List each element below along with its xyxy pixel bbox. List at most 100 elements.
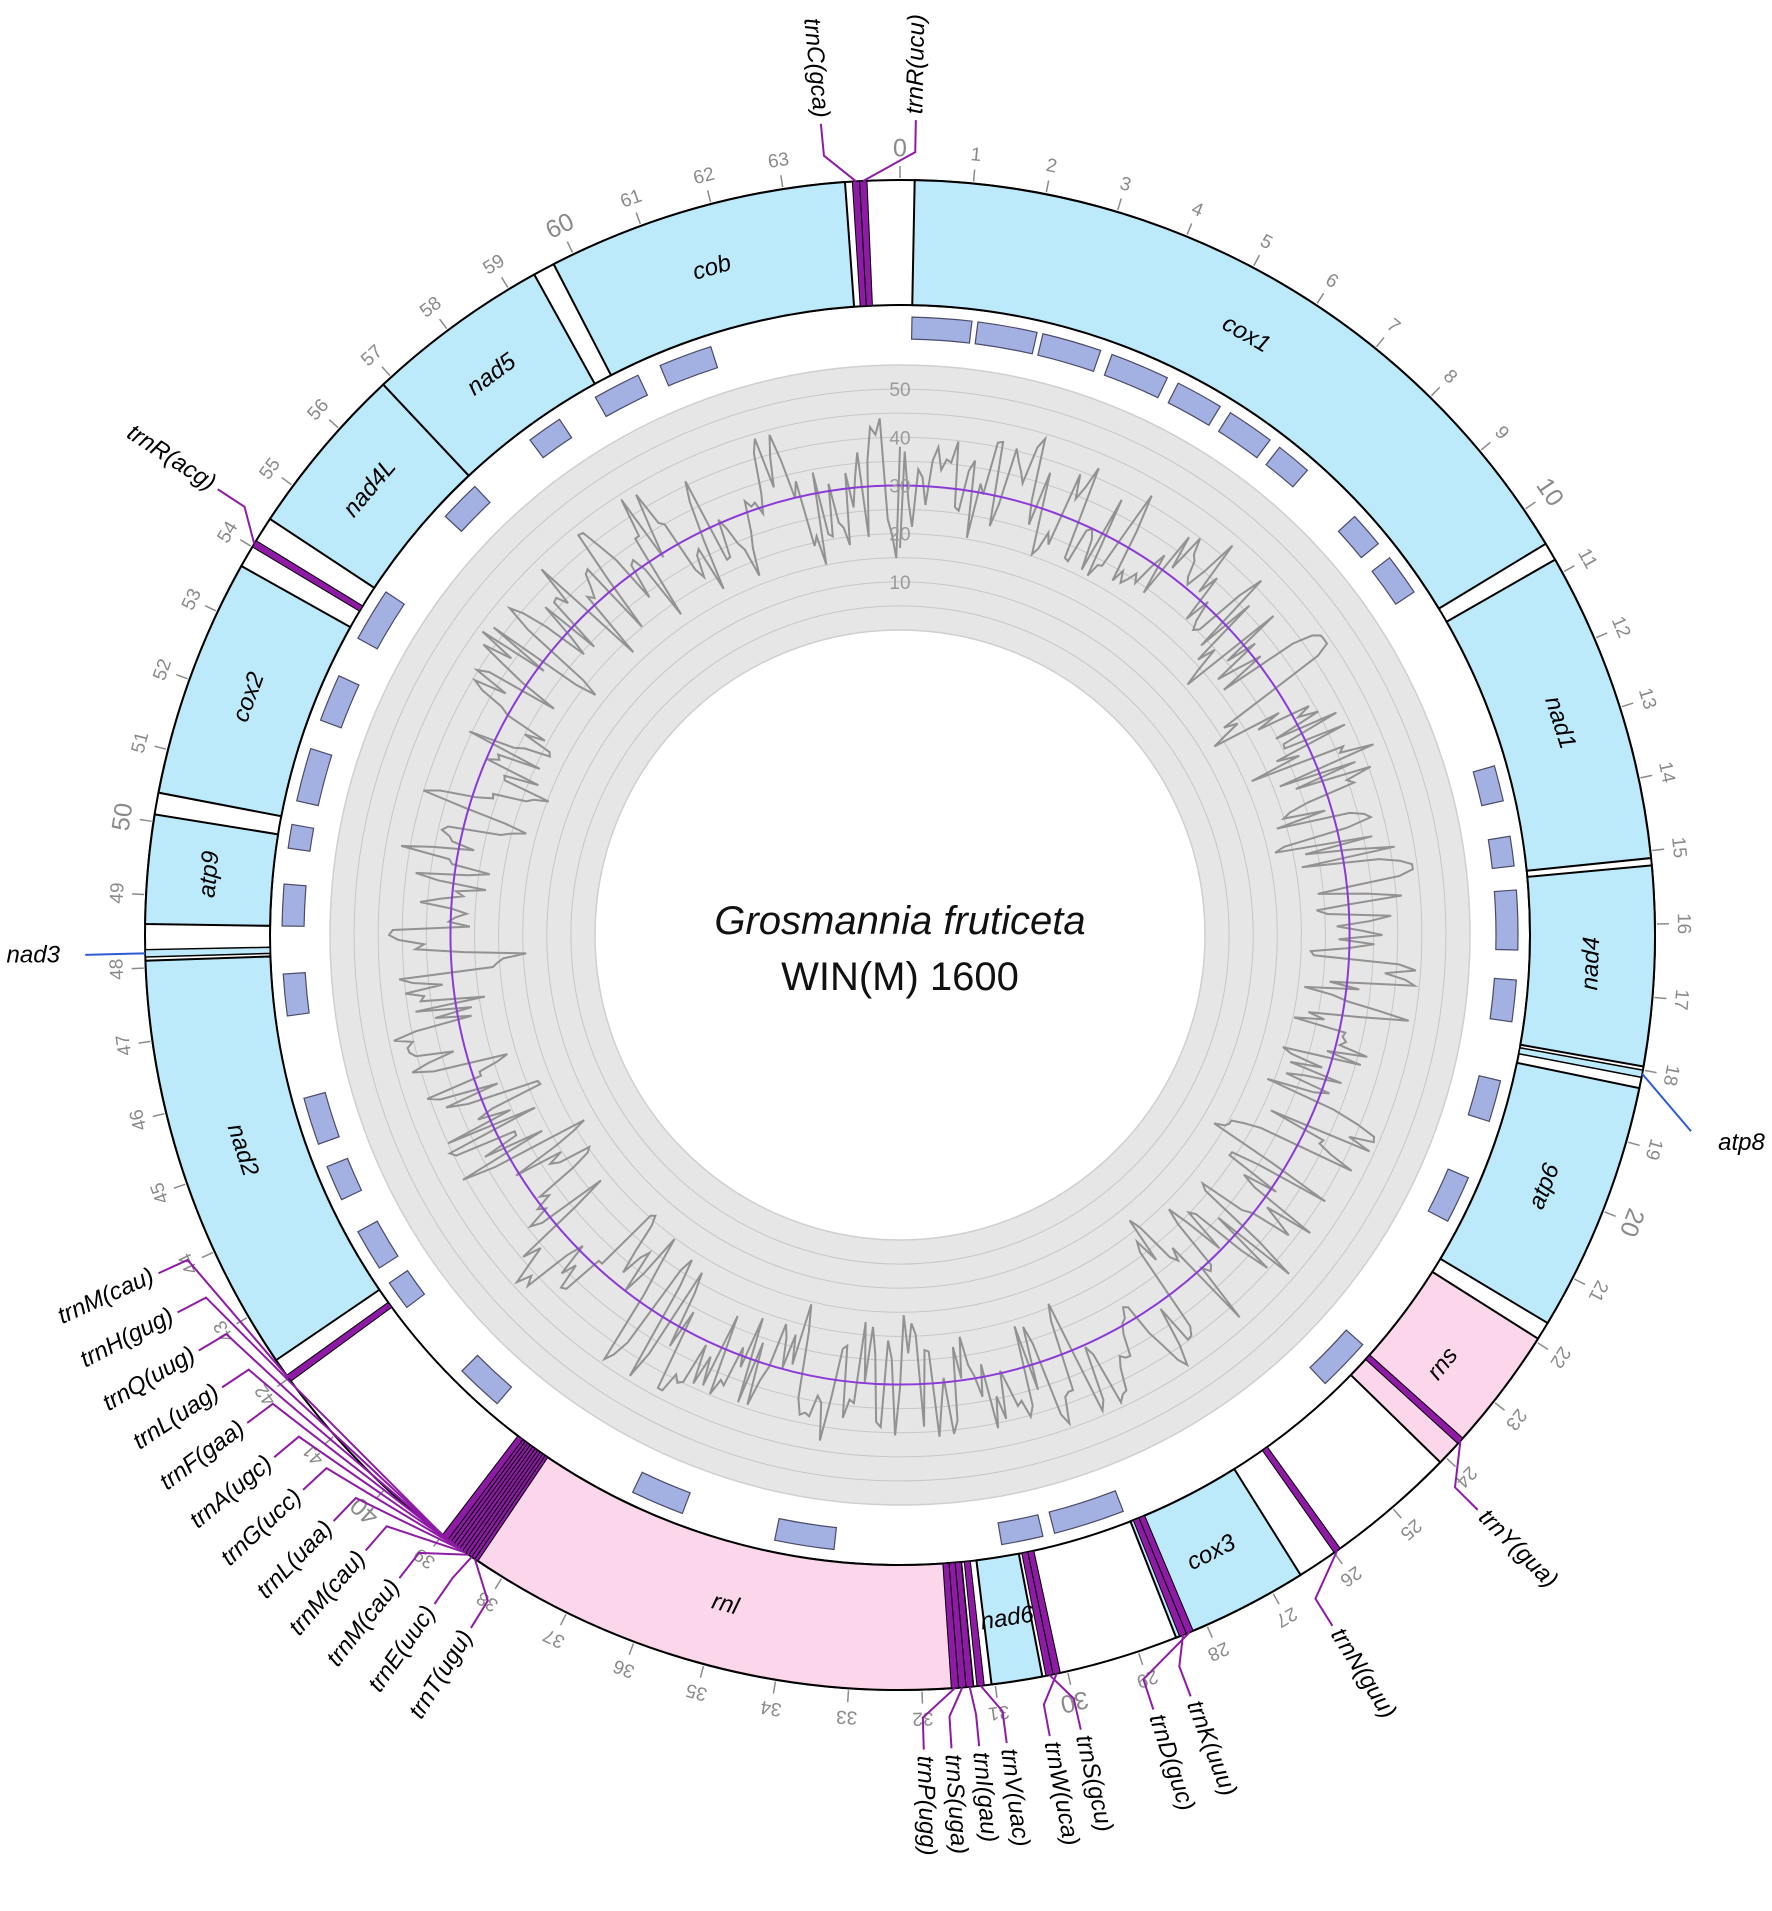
orf-block [282, 884, 306, 926]
gene-label-nad3: nad3 [7, 941, 61, 968]
tick-label: 51 [128, 730, 154, 756]
trna-label-trny-gua: trnY(gua) [1473, 1504, 1563, 1594]
orf-block [1168, 383, 1220, 425]
orf-block [1473, 766, 1503, 806]
tick-mark [1645, 1070, 1657, 1072]
tick-mark [1596, 633, 1607, 638]
tick-mark [1376, 337, 1384, 346]
trna-leader [435, 1557, 472, 1604]
tick-label: 19 [1641, 1136, 1667, 1162]
tick-label: 5 [1257, 231, 1276, 255]
tick-mark [495, 1579, 501, 1589]
tick-mark [1317, 293, 1324, 303]
tick-label: 26 [1336, 1561, 1365, 1590]
tick-label: 7 [1382, 315, 1403, 338]
tick-mark [140, 820, 152, 822]
tick-label: 45 [147, 1180, 174, 1207]
tick-label: 1 [970, 144, 983, 166]
tick-mark [1605, 1212, 1616, 1216]
gc-scale-label: 10 [889, 573, 910, 594]
gene-label-atp8: atp8 [1718, 1129, 1765, 1156]
tick-mark [132, 968, 144, 969]
tick-mark [700, 1666, 703, 1678]
single-gene-leader [85, 953, 145, 954]
orf-block [1049, 1491, 1123, 1534]
strain-name: WIN(M) 1600 [781, 955, 1019, 999]
tick-label: 4 [1188, 198, 1206, 222]
tick-label: 59 [480, 250, 509, 279]
tick-mark [974, 170, 975, 182]
orf-block [998, 1515, 1043, 1545]
tick-label: 50 [107, 801, 139, 833]
trna-label-trnr-ucu: trnR(ucu) [901, 14, 930, 115]
tick-label: 20 [1614, 1205, 1650, 1241]
tick-mark [1207, 1627, 1212, 1638]
tick-label: 28 [1204, 1637, 1232, 1665]
tick-mark [1335, 1554, 1342, 1564]
tick-mark [139, 1041, 151, 1043]
trna-leader [863, 120, 916, 181]
tick-mark [1139, 1653, 1143, 1664]
orf-block [1494, 890, 1518, 950]
trna-leader [1315, 1551, 1337, 1626]
orf-block [321, 676, 359, 728]
tick-mark [1187, 223, 1192, 234]
tick-mark [567, 242, 572, 253]
tick-label: 16 [1673, 913, 1694, 934]
tick-label: 9 [1490, 422, 1513, 444]
tick-mark [1447, 1458, 1456, 1466]
tick-mark [1564, 566, 1575, 572]
tick-mark [1046, 181, 1048, 193]
gene-label-nad4: nad4 [1576, 936, 1605, 990]
trna-leader [1179, 1635, 1190, 1696]
tick-label: 55 [255, 454, 284, 483]
tick-label: 49 [107, 882, 129, 904]
tick-mark [636, 213, 640, 224]
tick-label: 13 [1634, 685, 1660, 711]
trna-label-trns-uga: trnS(uga) [940, 1753, 973, 1855]
orf-block [530, 419, 572, 457]
tick-mark [155, 746, 167, 749]
orf-block [975, 322, 1037, 354]
tick-label: 2 [1044, 155, 1058, 178]
tick-label: 33 [835, 1705, 858, 1727]
tick-label: 14 [1654, 760, 1679, 785]
orf-block [297, 749, 332, 806]
orf-block [1488, 836, 1514, 868]
trna-leader [949, 1687, 962, 1748]
tick-label: 63 [766, 149, 790, 173]
tick-mark [1526, 502, 1536, 509]
tick-label: 56 [304, 395, 334, 425]
orf-block [304, 1093, 339, 1145]
tick-mark [1068, 1673, 1071, 1685]
orf-block [283, 973, 309, 1016]
orf-block [358, 592, 404, 649]
tick-label: 15 [1667, 836, 1690, 859]
tick-mark [708, 190, 711, 202]
tick-mark [1622, 703, 1633, 707]
tick-label: 3 [1117, 173, 1133, 196]
tick-mark [995, 1686, 997, 1698]
gc-scale-label: 30 [889, 476, 910, 497]
tick-label: 25 [1396, 1514, 1426, 1544]
tick-label: 18 [1659, 1063, 1683, 1088]
trna-leader [970, 1687, 979, 1746]
tick-label: 52 [149, 656, 176, 683]
tick-mark [1393, 1509, 1401, 1518]
species-name: Grosmannia fruticeta [714, 899, 1085, 943]
orf-block [1428, 1169, 1468, 1221]
gene-label-atp9: atp9 [194, 850, 225, 899]
tick-label: 54 [213, 517, 242, 546]
tick-mark [848, 1690, 849, 1702]
orf-block [358, 1221, 398, 1268]
tick-label: 46 [126, 1107, 151, 1133]
tick-mark [205, 606, 216, 611]
orf-block [660, 347, 717, 386]
tick-mark [1495, 1403, 1504, 1410]
tick-label: 6 [1322, 270, 1342, 293]
tick-mark [1254, 255, 1260, 266]
tick-label: 60 [541, 207, 578, 244]
tick-mark [1574, 1279, 1585, 1284]
